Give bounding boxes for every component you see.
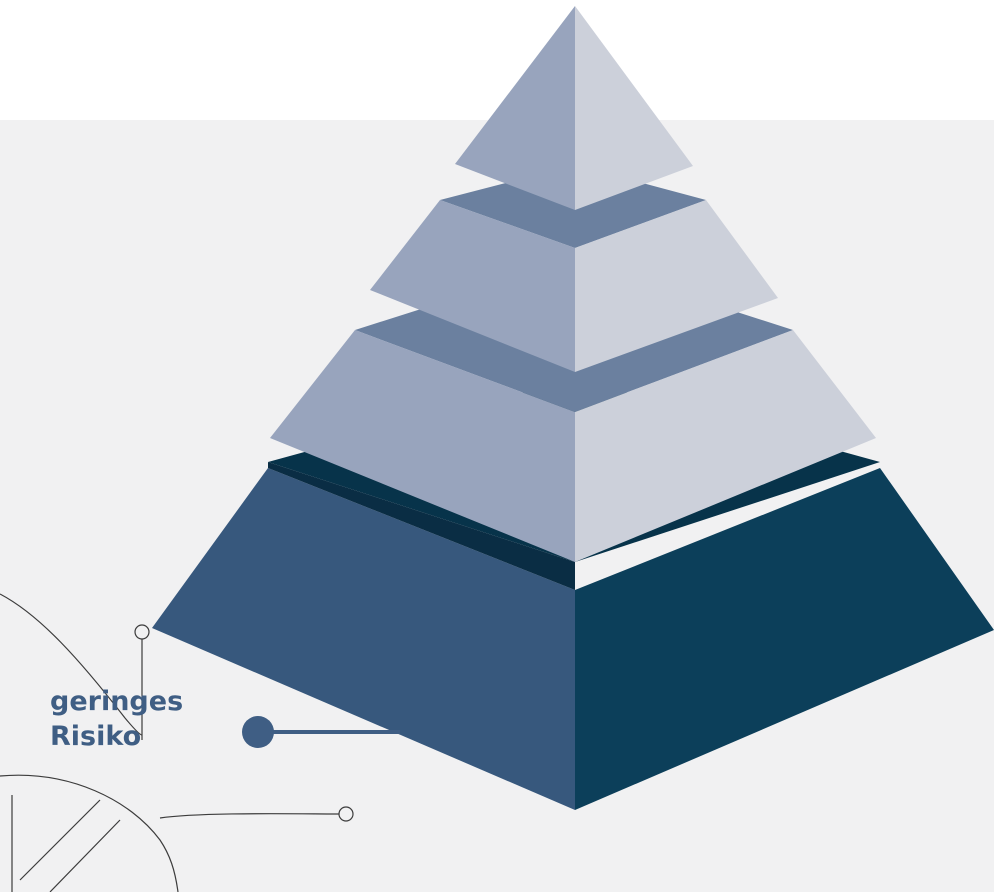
base-left-face (152, 468, 575, 810)
base-label-line-1: geringes (50, 686, 184, 717)
leader-dot-icon (242, 716, 274, 748)
base-right-face (575, 468, 994, 810)
connector-node-icon (338, 806, 354, 822)
base-label-line-2: Risiko (50, 721, 142, 752)
lower-middle-right-face (575, 330, 876, 562)
apex-left-face (455, 6, 575, 210)
pyramid-level-apex (455, 6, 693, 210)
base-label-leader (242, 716, 400, 748)
upper-middle-left-face (370, 200, 575, 372)
apex-right-face (575, 6, 693, 210)
decorative-line-art (0, 593, 341, 892)
upper-middle-right-face (575, 200, 778, 372)
lower-middle-left-face (270, 330, 575, 562)
connector-node-icon (134, 624, 150, 640)
base-level-label: geringes Risiko (50, 684, 183, 754)
